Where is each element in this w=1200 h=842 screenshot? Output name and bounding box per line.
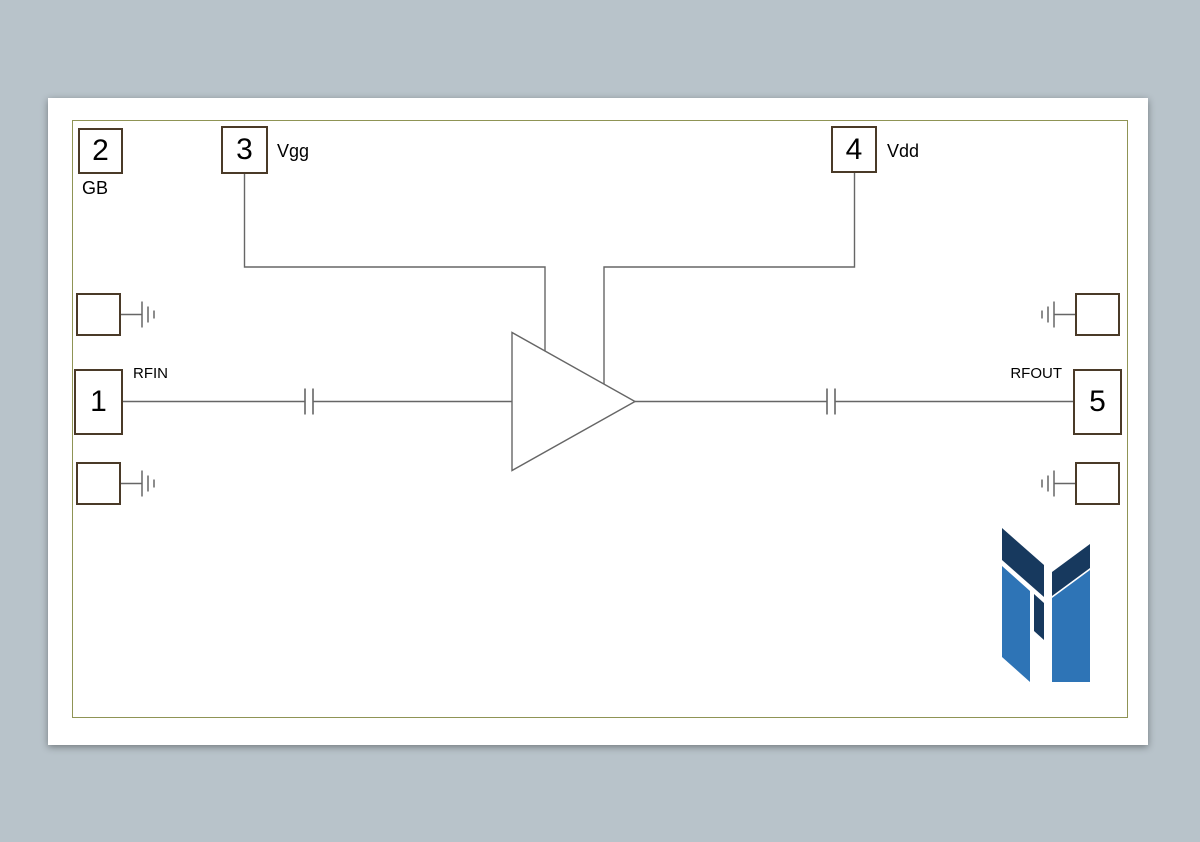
ground-pad-left-bottom <box>76 462 121 505</box>
rfin-label: RFIN <box>133 365 168 382</box>
pad-1-box: 1 <box>74 369 123 435</box>
pad-4-box: 4 <box>831 126 877 173</box>
pad-1-number: 1 <box>90 385 107 418</box>
gb-label: GB <box>82 178 109 198</box>
pad-2-box: 2 <box>78 128 123 174</box>
pad-5-box: 5 <box>1073 369 1122 435</box>
logo-icon <box>1002 528 1090 682</box>
pad-3-box: 3 <box>221 126 268 174</box>
logo-shapes <box>1002 528 1090 682</box>
pad-2-number: 2 <box>92 134 109 167</box>
rfout-label: RFOUT <box>1010 365 1062 382</box>
vgg-label: Vgg <box>277 141 310 161</box>
pad-5-number: 5 <box>1089 385 1106 418</box>
vdd-label: Vdd <box>887 141 920 161</box>
ground-pad-right-top <box>1075 293 1120 336</box>
ground-pad-left-top <box>76 293 121 336</box>
pad-4-number: 4 <box>845 132 863 166</box>
schematic-frame-border <box>72 120 1128 718</box>
pad-3-number: 3 <box>236 133 253 166</box>
ground-pad-right-bottom <box>1075 462 1120 505</box>
